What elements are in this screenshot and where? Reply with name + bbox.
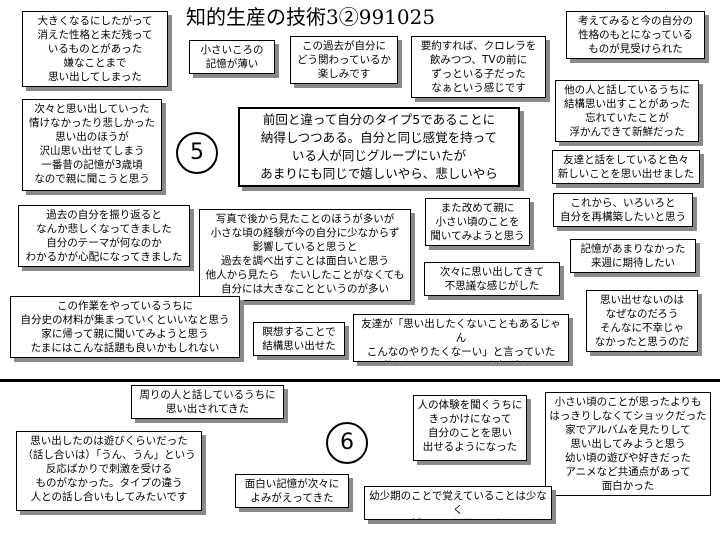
note-card: 小さい頃のことが思ったよりも はっきりしなくてショックだった 家でアルバムを見た… xyxy=(545,392,711,496)
note-card: 思い出したのは遊びくらいだった （話し合いは）「うん、うん」という 反応ばかりで… xyxy=(16,431,202,511)
section-number-5: 5 xyxy=(176,132,218,174)
note-card: 次々と思い出していった 情けなかったり悲しかった 思い出のほうが 沢山思い出せて… xyxy=(22,99,162,191)
note-card: 周りの人と話しているうちに 思い出されてきた xyxy=(131,385,284,419)
note-card: 他の人と話しているうちに 結構思い出すことがあった 忘れていたことが 浮かんでき… xyxy=(555,80,699,142)
note-card: この作業をやっているうちに 自分史の材料が集まっていくといいなと思う 家に帰って… xyxy=(10,296,240,358)
section-number-6: 6 xyxy=(326,422,368,464)
section-divider xyxy=(0,379,720,382)
note-card: 瞑想することで 結構思い出せた xyxy=(253,322,345,356)
note-card: 友達が「思い出したくないこともあるじゃん こんなのやりたくなーい」と言っていた … xyxy=(353,314,569,362)
note-card: 面白い記憶が次々に よみがえってきた xyxy=(235,474,349,508)
note-card: 過去の自分を振り返ると なんか悲しくなってきました 自分のテーマが何なのか わか… xyxy=(18,205,190,267)
note-card: 幼少期のことで覚えていることは少なく メモ用紙はあまり埋まらなかった xyxy=(364,486,552,520)
page-title: 知的生産の技術3②991025 xyxy=(186,5,436,29)
note-card: 要約すれば、クロレラを 飲みつつ、TVの前に ずっといる子だった なぁという感じ… xyxy=(411,36,546,98)
note-card: この過去が自分に どう関わっているか 楽しみです xyxy=(290,36,398,84)
note-card: 人の体験を聞くうちに きっかけになって 自分のことを思い 出せるようになった xyxy=(413,395,527,461)
note-card: これから、いろいろと 自分を再構築したいと思う xyxy=(553,193,693,227)
note-card: 次々に思い出してきて 不思議な感じがした xyxy=(424,262,560,296)
note-card: 大きくなるにしたがって 消えた性格と未だ残って いるものとがあった 嫌なことまで… xyxy=(22,11,168,87)
note-card: 思い出せないのは なぜなのだろう そんなに不幸じゃ なかったと思うのだが xyxy=(586,290,698,352)
note-card: 写真で後から見たことのほうが多いが 小さな頃の経験が今の自分に少なからず 影響し… xyxy=(199,209,411,301)
note-card: 友達と話をしていると色々 新しいことを思い出せました xyxy=(552,150,700,184)
note-card: 考えてみると今の自分の 性格のもとになっている ものが見受けられた xyxy=(566,11,705,59)
summary-note: 前回と違って自分のタイプ5であることに 納得しつつある。自分と同じ感覚を持って … xyxy=(238,107,520,187)
note-card: 記憶があまりなかった 来週に期待したい xyxy=(570,239,696,273)
note-card: また改めて親に 小さい頃のことを 聞いてみようと思う xyxy=(425,198,530,246)
note-card: 小さいころの 記憶が薄い xyxy=(189,40,275,74)
